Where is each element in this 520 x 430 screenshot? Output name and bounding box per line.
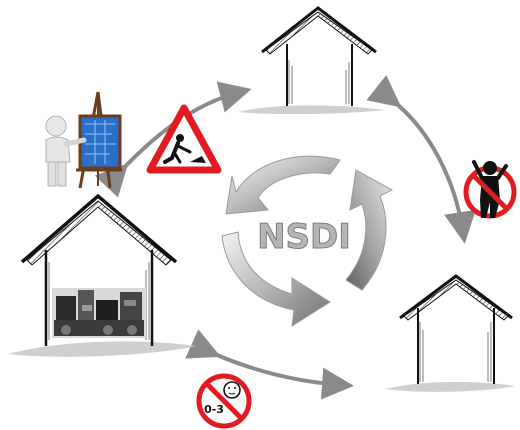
house-top	[238, 6, 386, 115]
road-work-warning-icon	[146, 104, 222, 174]
no-baby-sign-icon: 0-3	[196, 373, 252, 429]
house-right	[385, 274, 515, 392]
machinery-picture	[52, 288, 146, 338]
arrow-bottom-left-to-right	[185, 329, 354, 400]
center-label: NSDI	[257, 217, 351, 257]
presenter-at-board-icon	[45, 91, 122, 189]
recycle-arrows-icon: NSDI	[221, 155, 394, 327]
no-person-sign-icon	[463, 160, 517, 219]
arrow-top-to-right	[366, 75, 476, 244]
age-range-label: 0-3	[204, 403, 224, 416]
house-bottom-left	[8, 193, 196, 357]
